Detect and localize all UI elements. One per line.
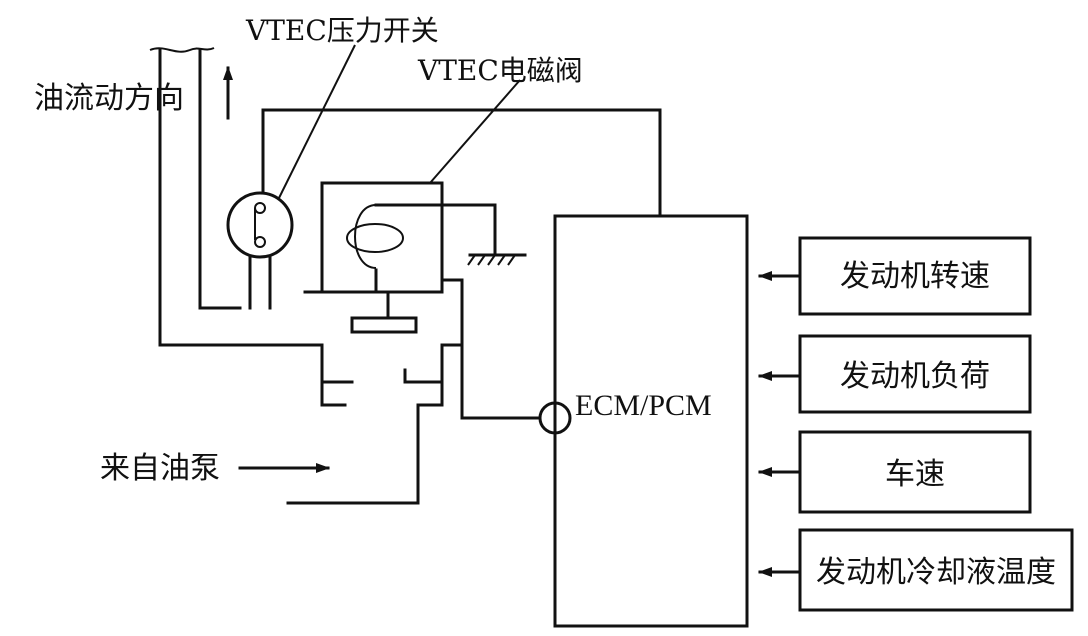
input-box-vehicle-speed [758, 430, 1032, 514]
pressure-switch-label: VTEC压力开关 [245, 14, 439, 47]
ecm-label: ECM/PCM [575, 389, 712, 422]
oil-passage [149, 47, 464, 505]
input-label-engine-speed: 发动机转速 [840, 259, 990, 294]
input-label-coolant-temp: 发动机冷却液温度 [816, 555, 1056, 590]
input-label-engine-load: 发动机负荷 [840, 359, 990, 394]
input-label-vehicle-speed: 车速 [885, 457, 945, 492]
from-pump-label: 来自油泵 [100, 451, 220, 486]
oil-flow-label: 油流动方向 [34, 81, 184, 116]
pressure-switch [226, 44, 356, 310]
input-box-coolant-temp [758, 528, 1074, 612]
input-box-engine-speed [758, 236, 1032, 316]
input-box-engine-load [758, 334, 1032, 414]
solenoid-to-ecm-wire [440, 278, 572, 435]
ecm-box [553, 214, 749, 628]
solenoid-valve [303, 79, 527, 334]
switch-to-ecm-wire [261, 108, 662, 218]
solenoid-valve-label: VTEC电磁阀 [417, 54, 583, 87]
